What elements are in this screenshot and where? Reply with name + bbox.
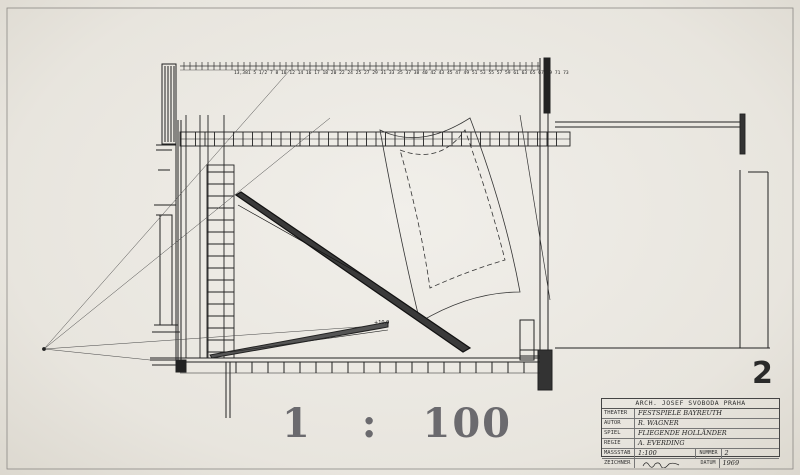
fly-tower (185, 115, 235, 359)
title-block: ARCH. JOSEF SVOBODA PRAHA THEATER FESTSP… (601, 398, 780, 469)
proscenium-wall (150, 63, 182, 366)
sight-lines (41, 69, 389, 361)
ramp-level-label: +10,0 (374, 320, 389, 326)
tb-label: REGIE (602, 439, 635, 448)
tb-value: A. EVERDING (638, 439, 685, 447)
top-ruler (180, 62, 540, 71)
tb-row-author: AUTOR R. WAGNER (602, 419, 779, 429)
diagonal-ramp (234, 191, 472, 353)
upstage-wall (537, 57, 770, 391)
tb-label: SPIEL (602, 429, 635, 438)
tb-value: R. WAGNER (638, 419, 679, 427)
tb-label: MASSSTAB (602, 449, 635, 458)
grid-bridge (179, 113, 746, 155)
tb-date-label: DATUM (697, 459, 720, 468)
signature-icon (635, 459, 697, 469)
sheet-number: 2 (752, 356, 773, 391)
stage-floor (150, 319, 540, 418)
tb-scale-value: 1:100 (635, 449, 697, 458)
tb-row-drawn: ZEICHNER DATUM 1969 (602, 459, 779, 469)
tb-date-value: 1969 (722, 459, 740, 467)
sheet-border (6, 7, 794, 470)
architect-header: ARCH. JOSEF SVOBODA PRAHA (602, 399, 779, 409)
tb-value: FLIEGENDE HOLLÄNDER (638, 429, 727, 437)
tb-number-label: NUMMER (696, 449, 722, 458)
tb-row-play: SPIEL FLIEGENDE HOLLÄNDER (602, 429, 779, 439)
lower-ramp (209, 321, 389, 359)
tb-row-scale: MASSSTAB 1:100 NUMMER 2 (602, 449, 779, 459)
scale-left: 1 (282, 400, 312, 447)
scale-stamp: 1 : 100 (282, 400, 512, 447)
hanging-sail (379, 114, 551, 323)
scale-colon: : (361, 400, 379, 447)
tb-label: THEATER (602, 409, 635, 418)
signature-scribble (642, 462, 680, 469)
tb-row-theater: THEATER FESTSPIELE BAYREUTH (602, 409, 779, 419)
scale-right: 100 (422, 400, 512, 447)
tb-label: AUTOR (602, 419, 635, 428)
ruler-text: 13,381 5 1/2 7 8 10 12 14 16 17 18 20 22… (234, 70, 569, 76)
tb-value: FESTSPIELE BAYREUTH (638, 409, 722, 417)
tb-number-value: 2 (724, 449, 729, 457)
tb-row-director: REGIE A. EVERDING (602, 439, 779, 449)
tb-label: ZEICHNER (602, 459, 635, 468)
